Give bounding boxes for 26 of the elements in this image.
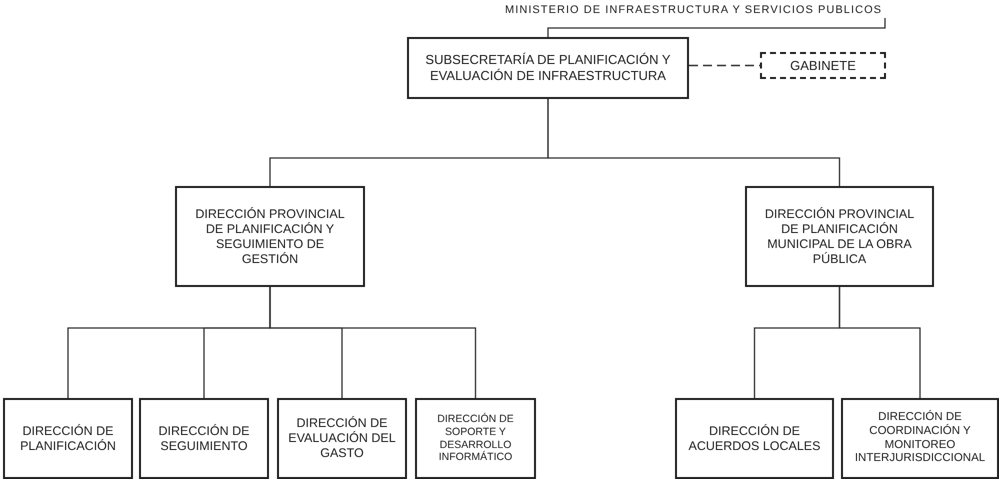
org-box bbox=[139, 398, 269, 479]
org-box bbox=[415, 398, 536, 479]
connector-line bbox=[269, 287, 476, 398]
box-label: DIRECCIÓN DE SEGUIMIENTO bbox=[158, 424, 250, 454]
dashed-connector bbox=[689, 64, 760, 66]
connector-line bbox=[547, 99, 840, 186]
box-label: DIRECCIÓN DE ACUERDOS LOCALES bbox=[688, 424, 822, 454]
org-box bbox=[277, 398, 407, 479]
connector-line bbox=[547, 18, 886, 37]
box-label: SUBSECRETARÍA DE PLANIFICACIÓN Y EVALUACIÓN DE INFRAESTRUCTURA bbox=[424, 52, 672, 84]
connector-line bbox=[838, 287, 921, 398]
box-label: GABINETE bbox=[790, 58, 856, 74]
box-label: DIRECCIÓN DE EVALUACIÓN DEL GASTO bbox=[287, 416, 397, 461]
org-box bbox=[675, 398, 834, 479]
org-box bbox=[3, 398, 133, 479]
box-label: DIRECCIÓN DE SOPORTE Y DESARROLLO INFORMÁTICO bbox=[436, 413, 515, 464]
dashed-org-box bbox=[760, 52, 886, 79]
org-box bbox=[407, 37, 689, 99]
org-box bbox=[745, 186, 934, 287]
box-label: DIRECCIÓN DE PLANIFICACIÓN bbox=[19, 424, 117, 454]
header-text: MINISTERIO DE INFRAESTRUCTURA Y SERVICIOS PUBLICOS bbox=[505, 2, 882, 18]
box-label: DIRECCIÓN DE COORDINACIÓN Y MONITOREO INTERJURISDICCIONAL bbox=[854, 410, 986, 466]
box-label: DIRECCIÓN PROVINCIAL DE PLANIFICACIÓN Y SEGUIMIENTO DE GESTIÓN bbox=[194, 206, 346, 266]
box-label: DIRECCIÓN PROVINCIAL DE PLANIFICACIÓN MUNICIPAL DE LA OBRA PÚBLICA bbox=[764, 206, 916, 266]
org-box bbox=[175, 186, 365, 287]
org-box bbox=[841, 398, 999, 479]
